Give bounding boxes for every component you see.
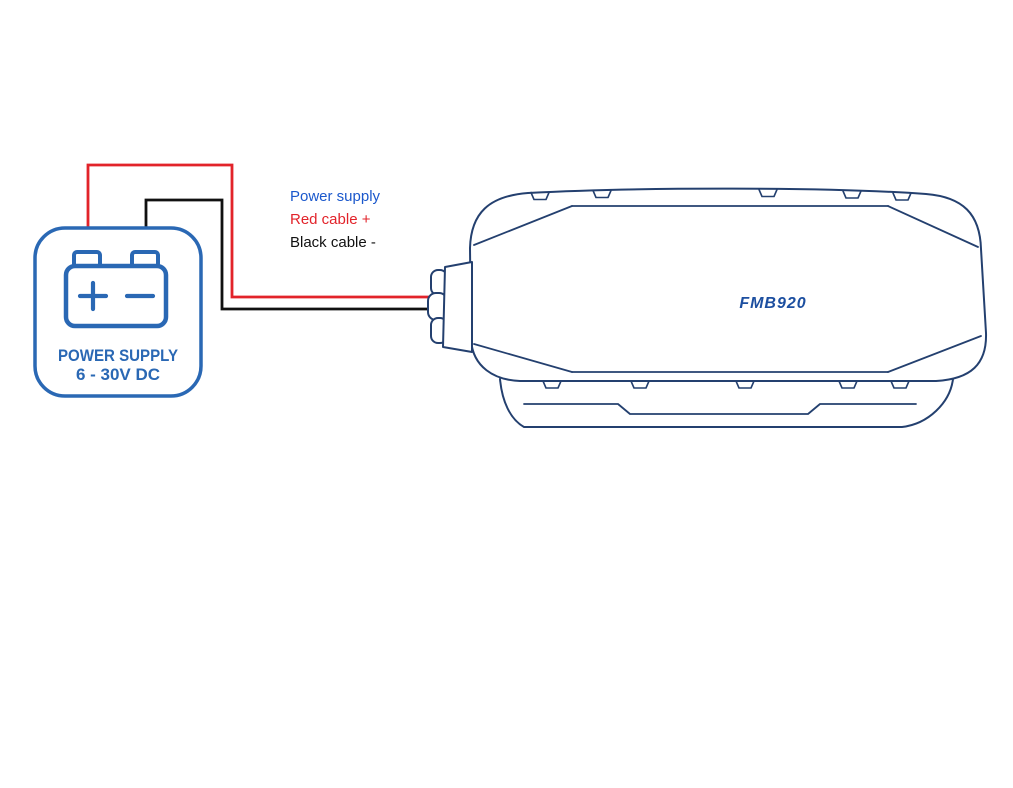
cables (86, 163, 436, 311)
red-cable-wire (86, 163, 436, 299)
connector-body (442, 261, 473, 353)
black-cable-wire (144, 198, 436, 311)
device-bottom-right-chamfer (887, 335, 982, 373)
bottom-tab (890, 380, 910, 389)
device-bottom-left-chamfer (473, 343, 573, 373)
top-tab (842, 190, 862, 199)
device-bottom-lip-outline (499, 378, 954, 428)
device-top-tabs (530, 188, 912, 201)
battery-body (63, 263, 169, 329)
bottom-tab (735, 380, 755, 389)
legend-red-cable: Red cable + (290, 211, 371, 228)
power-supply-title: POWER SUPPLY (58, 346, 179, 365)
top-tab (592, 189, 612, 199)
top-tab (758, 188, 778, 198)
legend-black-cable: Black cable - (290, 234, 376, 251)
device-top-right-chamfer (887, 205, 979, 248)
device-fmb920: FMB920 (427, 187, 988, 428)
top-tab (530, 191, 550, 201)
bottom-tab (542, 380, 562, 389)
bottom-tab (838, 380, 858, 389)
bottom-tab (630, 380, 650, 389)
device-model-label: FMB920 (739, 295, 806, 312)
device-bottom-tabs (542, 380, 910, 389)
legend-power-supply: Power supply (290, 188, 381, 205)
plus-icon (77, 280, 109, 312)
power-supply-unit: POWER SUPPLY 6 - 30V DC (33, 226, 203, 398)
battery-icon (63, 250, 169, 329)
power-supply-voltage: 6 - 30V DC (76, 365, 160, 384)
cable-connector (427, 261, 473, 353)
device-top-left-chamfer (473, 205, 573, 246)
device-bottom-lip-detail (523, 403, 917, 415)
cable-legend: Power supply Red cable + Black cable - (290, 188, 381, 251)
device-body-outline (469, 187, 988, 382)
top-tab (892, 192, 912, 201)
